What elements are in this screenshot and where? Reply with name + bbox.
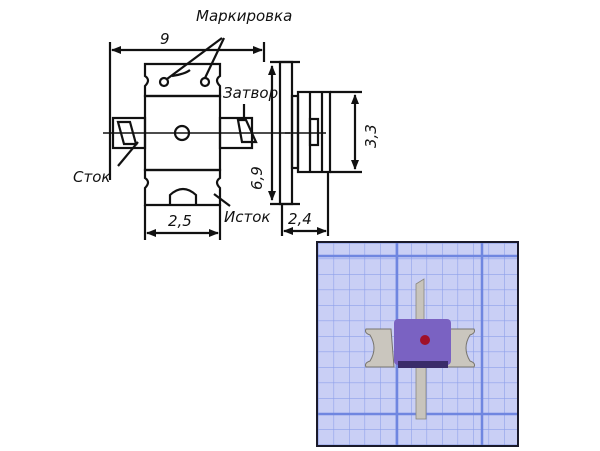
label-marking: Маркировка [196, 7, 292, 25]
label-drain: Сток [73, 168, 110, 186]
label-source: Исток [224, 208, 270, 226]
dim-lead-height: 3,3 [362, 124, 380, 148]
component-photo [316, 241, 519, 447]
dim-thickness: 2,4 [288, 210, 312, 228]
dim-source-width: 2,5 [168, 212, 192, 230]
dim-body-height: 6,9 [248, 166, 266, 190]
label-gate: Затвор [223, 84, 278, 102]
dim-width-total: 9 [160, 30, 170, 48]
